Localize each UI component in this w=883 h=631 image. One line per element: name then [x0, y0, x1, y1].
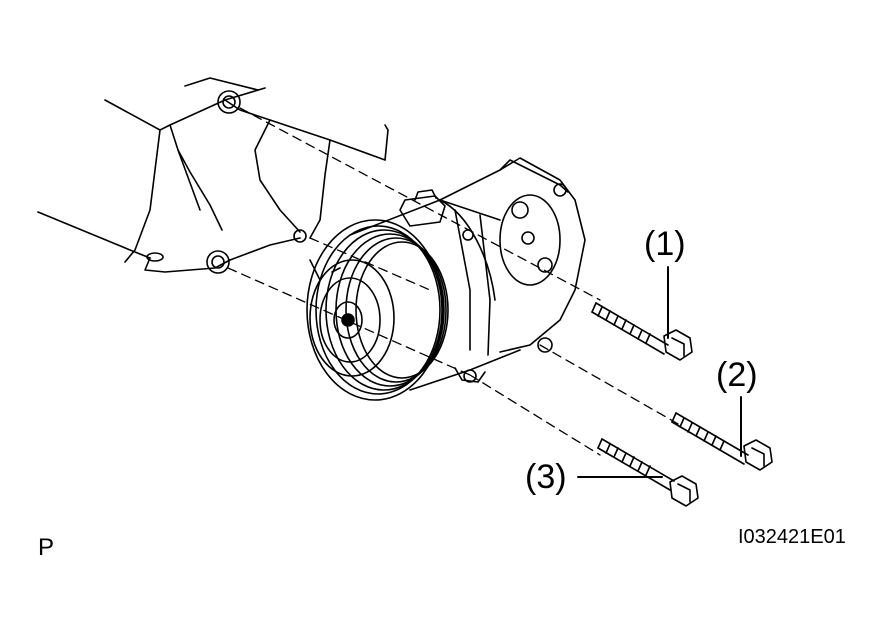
engine-bracket [37, 77, 389, 274]
bolt-1 [591, 302, 693, 361]
bolt-3 [597, 438, 699, 507]
leader-lines [577, 266, 742, 478]
bolt-2 [671, 412, 773, 471]
callout-bolt-2: (2) [716, 356, 758, 394]
corner-mark: P [38, 534, 55, 561]
alignment-lines [227, 107, 681, 456]
compressor-pulley [306, 219, 449, 401]
callout-bolt-3: (3) [525, 458, 567, 496]
callout-bolt-1: (1) [644, 225, 686, 263]
figure-code: I032421E01 [738, 526, 846, 548]
ac-compressor [349, 157, 586, 391]
